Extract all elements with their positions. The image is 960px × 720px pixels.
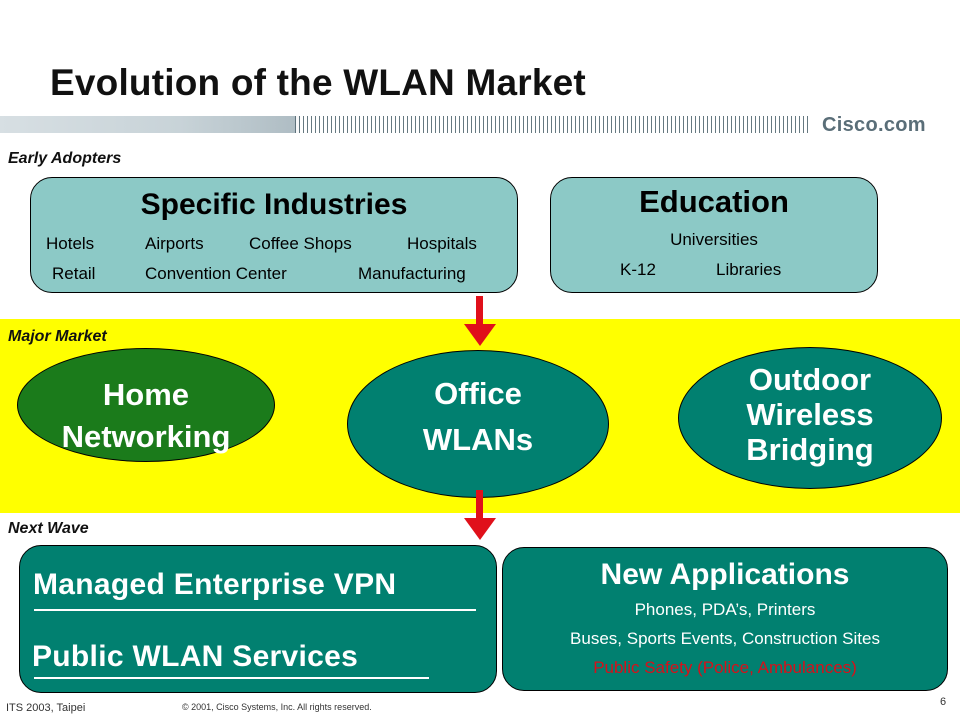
office-wlans-oval: Office WLANs	[347, 350, 609, 498]
industry-coffee-shops: Coffee Shops	[249, 234, 352, 253]
section-label-early-adopters: Early Adopters	[8, 150, 122, 167]
vpn-underline	[34, 609, 476, 611]
section-label-major-market: Major Market	[8, 328, 107, 345]
industry-retail: Retail	[52, 264, 96, 283]
industry-manufacturing: Manufacturing	[358, 264, 466, 283]
new-applications-title: New Applications	[600, 558, 850, 591]
office-wlans-line2: WLANs	[422, 422, 534, 457]
outdoor-wireless-bridging-oval: Outdoor Wireless Bridging	[678, 347, 942, 489]
education-box: Education Universities K-12 Libraries	[550, 177, 878, 293]
managed-vpn-box: Managed Enterprise VPN Public WLAN Servi…	[19, 545, 497, 693]
education-universities: Universities	[670, 230, 758, 249]
new-applications-box: New Applications Phones, PDA’s, Printers…	[502, 547, 948, 691]
header-bar	[0, 116, 960, 133]
specific-industries-box: Specific Industries Hotels Airports Coff…	[30, 177, 518, 293]
home-networking-line2: Networking	[61, 419, 231, 454]
outdoor-line2: Wireless	[746, 397, 874, 432]
industry-hotels: Hotels	[46, 234, 95, 253]
specific-industries-title: Specific Industries	[140, 188, 408, 221]
new-app-devices: Phones, PDA’s, Printers	[634, 600, 816, 619]
public-wlan-underline	[34, 677, 429, 679]
slide-title: Evolution of the WLAN Market	[50, 62, 586, 103]
industry-airports: Airports	[145, 234, 204, 253]
industry-convention-center: Convention Center	[145, 264, 287, 283]
education-k12: K-12	[620, 260, 656, 279]
outdoor-line1: Outdoor	[748, 362, 872, 397]
cisco-logo: Cisco.com	[822, 114, 926, 136]
page-number: 6	[940, 696, 947, 708]
new-app-public-safety: Public Safety (Police, Ambulances)	[593, 658, 857, 677]
education-libraries: Libraries	[716, 260, 782, 279]
public-wlan-services: Public WLAN Services	[32, 640, 359, 673]
home-networking-line1: Home	[102, 377, 190, 412]
footer-copyright: © 2001, Cisco Systems, Inc. All rights r…	[182, 702, 372, 712]
down-arrow-icon	[464, 490, 496, 540]
education-title: Education	[639, 184, 789, 219]
office-wlans-line1: Office	[434, 376, 522, 411]
new-app-venues: Buses, Sports Events, Construction Sites	[570, 629, 880, 648]
home-networking-oval: Home Networking	[17, 348, 275, 462]
managed-enterprise-vpn: Managed Enterprise VPN	[33, 568, 397, 601]
section-label-next-wave: Next Wave	[8, 520, 89, 537]
industry-hospitals: Hospitals	[407, 234, 477, 253]
down-arrow-icon	[464, 296, 496, 346]
footer-event: ITS 2003, Taipei	[6, 702, 86, 714]
outdoor-line3: Bridging	[746, 432, 874, 467]
